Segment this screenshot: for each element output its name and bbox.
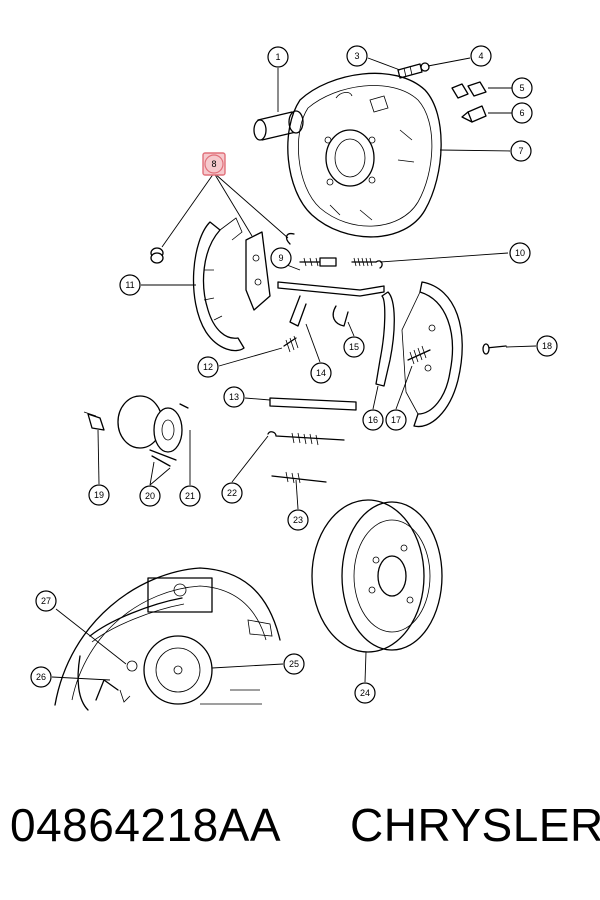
svg-text:26: 26 — [36, 672, 46, 682]
callout-23: 23 — [287, 509, 309, 531]
callout-24: 24 — [354, 682, 376, 704]
right-brake-shoe — [401, 281, 463, 428]
svg-text:3: 3 — [354, 51, 359, 61]
svg-text:23: 23 — [293, 515, 303, 525]
callout-26: 26 — [30, 666, 52, 688]
svg-text:5: 5 — [519, 83, 524, 93]
svg-text:1: 1 — [275, 52, 280, 62]
callout-19: 19 — [88, 484, 110, 506]
inset-detail — [54, 567, 281, 711]
part-14-strut — [277, 281, 385, 327]
part-3-4-bleeder — [397, 62, 430, 79]
svg-text:25: 25 — [289, 659, 299, 669]
callout-17: 17 — [385, 409, 407, 431]
callout-1: 1 — [267, 46, 289, 68]
brake-exploded-diagram: 1 3 4 5 6 7 8 9 10 11 12 13 14 15 16 17 … — [30, 45, 558, 711]
callout-3: 3 — [346, 45, 368, 67]
part-10-spring — [351, 257, 383, 269]
callout-21: 21 — [179, 485, 201, 507]
leader-lines — [51, 57, 537, 683]
callout-22: 22 — [221, 482, 243, 504]
svg-text:15: 15 — [349, 342, 359, 352]
svg-text:22: 22 — [227, 488, 237, 498]
svg-text:18: 18 — [542, 341, 552, 351]
part-12-spring — [283, 335, 299, 353]
part-18-pin — [482, 343, 507, 355]
callout-5: 5 — [511, 77, 533, 99]
part-1-cylinder — [253, 110, 304, 141]
svg-text:9: 9 — [278, 253, 283, 263]
callout-6: 6 — [511, 102, 533, 124]
part-8-clip — [285, 232, 295, 245]
svg-text:24: 24 — [360, 688, 370, 698]
callout-20: 20 — [139, 485, 161, 507]
part-7-backing-plate — [287, 72, 442, 238]
svg-text:4: 4 — [478, 51, 483, 61]
callout-8: 8 — [204, 154, 224, 174]
callout-16: 16 — [362, 409, 384, 431]
svg-text:7: 7 — [518, 146, 523, 156]
part-13-strut-bar — [269, 397, 357, 411]
part-6-cap — [461, 105, 487, 123]
part-17-spring — [407, 345, 431, 365]
hub-assembly — [83, 395, 189, 467]
part-8-shoe-web — [245, 231, 271, 311]
part-24-drum — [311, 499, 443, 653]
callout-13: 13 — [223, 386, 245, 408]
svg-text:21: 21 — [185, 491, 195, 501]
callout-7: 7 — [510, 140, 532, 162]
callout-15: 15 — [343, 336, 365, 358]
svg-text:14: 14 — [316, 368, 326, 378]
svg-text:10: 10 — [515, 248, 525, 258]
part-9-adjuster — [299, 257, 337, 267]
part-5-nuts — [451, 81, 487, 99]
callout-25: 25 — [283, 653, 305, 675]
callout-18: 18 — [536, 335, 558, 357]
svg-text:19: 19 — [94, 490, 104, 500]
part-11-brake-shoe — [192, 217, 245, 352]
svg-text:6: 6 — [519, 108, 524, 118]
part-22-spring — [267, 431, 345, 446]
callout-14: 14 — [310, 362, 332, 384]
svg-text:20: 20 — [145, 491, 155, 501]
callout-9: 9 — [270, 247, 292, 269]
callout-27: 27 — [35, 590, 57, 612]
part-number: 04864218AA — [10, 799, 282, 851]
callout-11: 11 — [119, 274, 141, 296]
part-16-lever — [375, 291, 395, 387]
svg-text:11: 11 — [125, 280, 134, 290]
svg-text:13: 13 — [229, 392, 239, 402]
svg-text:17: 17 — [391, 415, 401, 425]
part-8-bushing — [150, 247, 164, 264]
callout-4: 4 — [470, 45, 492, 67]
callout-12: 12 — [197, 356, 219, 378]
svg-text:27: 27 — [41, 596, 51, 606]
part-23-spring — [271, 471, 327, 484]
callout-10: 10 — [509, 242, 531, 264]
svg-text:8: 8 — [211, 159, 216, 169]
brand-name: CHRYSLER — [350, 799, 600, 851]
svg-text:12: 12 — [203, 362, 213, 372]
svg-text:16: 16 — [368, 415, 378, 425]
